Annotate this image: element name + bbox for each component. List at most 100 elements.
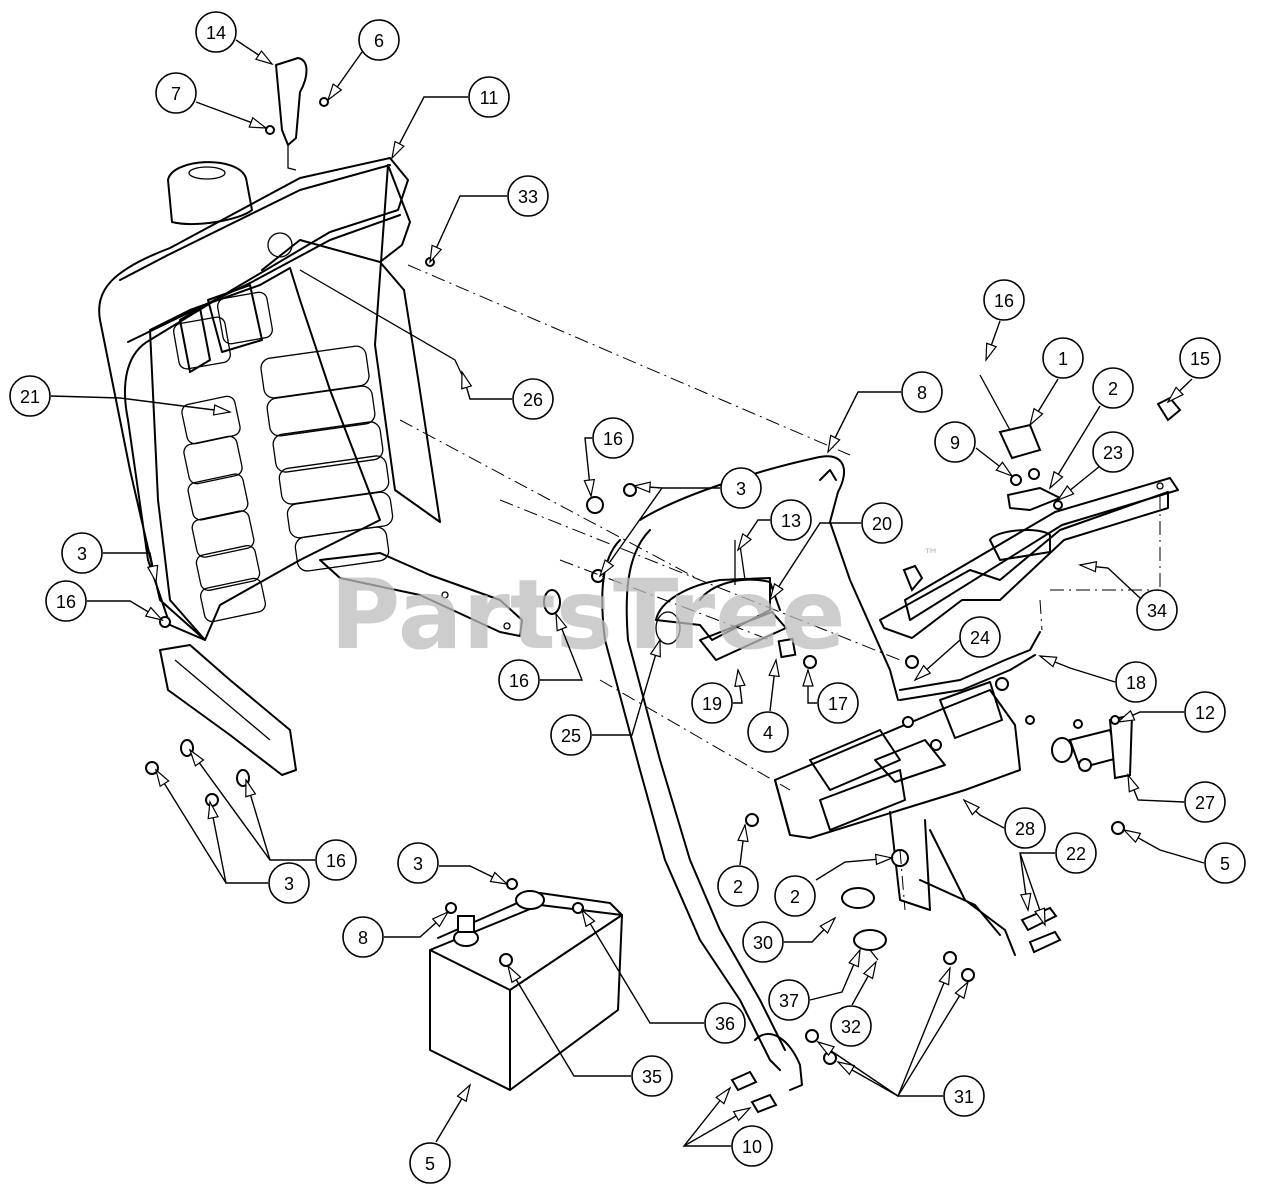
- callout-circle: [934, 421, 976, 463]
- callout-8: 8: [901, 371, 943, 413]
- callout-31: 31: [943, 1075, 985, 1117]
- leader-arrowhead: [802, 667, 814, 687]
- callout-circle: [901, 371, 943, 413]
- leader-arrowhead: [827, 434, 841, 454]
- callout-16: 16: [498, 659, 540, 701]
- leader-arrowhead: [995, 461, 1014, 478]
- callout-27: 27: [1184, 781, 1226, 823]
- leader-arrowhead: [1127, 773, 1140, 793]
- callout-17: 17: [817, 682, 859, 724]
- callout-label: 1: [1058, 349, 1068, 369]
- callout-36: 36: [704, 1002, 746, 1044]
- callout-circle: [195, 11, 237, 53]
- callout-label: 13: [781, 511, 801, 531]
- callout-label: 24: [970, 628, 990, 648]
- callout-label: 16: [994, 291, 1014, 311]
- leader-arrowhead: [1166, 386, 1185, 404]
- callout-circle: [1004, 807, 1046, 849]
- leader-arrowhead: [715, 1086, 732, 1105]
- leader-line: [391, 96, 468, 159]
- callout-10: 10: [731, 1125, 773, 1167]
- leader-arrowhead: [1077, 560, 1098, 573]
- leader-arrowhead: [598, 559, 615, 578]
- callout-label: 26: [523, 390, 543, 410]
- callout-circle: [747, 711, 789, 753]
- callout-label: 11: [480, 88, 499, 108]
- callout-circle: [9, 375, 51, 417]
- callout-label: 22: [1066, 844, 1086, 864]
- leader-line: [581, 909, 704, 1024]
- callout-circle: [1184, 691, 1226, 733]
- callout-1: 1: [1042, 337, 1084, 379]
- axle-support: [730, 631, 1134, 1114]
- callout-label: 8: [358, 928, 368, 948]
- leader-arrowhead: [326, 83, 343, 102]
- callout-label: 9: [950, 433, 960, 453]
- leader-arrowhead: [254, 49, 274, 66]
- callout-circle: [315, 839, 357, 881]
- leader-arrowhead: [583, 478, 596, 499]
- leader-line: [429, 195, 507, 263]
- leader-arrowhead: [188, 748, 205, 767]
- callout-circle: [943, 1075, 985, 1117]
- callout-label: 31: [954, 1087, 974, 1107]
- leader-arrowhead: [1019, 892, 1032, 912]
- callout-32: 32: [830, 1005, 872, 1047]
- callout-label: 17: [828, 694, 848, 714]
- callout-circle: [720, 467, 762, 509]
- callout-label: 14: [206, 23, 226, 43]
- callout-3: 3: [720, 467, 762, 509]
- callout-12: 12: [1184, 691, 1226, 733]
- callout-label: 10: [742, 1137, 762, 1157]
- callout-circle: [498, 659, 540, 701]
- callout-circle: [468, 76, 510, 118]
- leader-arrowhead: [580, 908, 596, 928]
- callout-15: 15: [1179, 337, 1221, 379]
- callout-label: 16: [326, 851, 346, 871]
- callout-18: 18: [1115, 661, 1157, 703]
- callout-7: 7: [155, 72, 197, 114]
- callout-16: 16: [983, 279, 1025, 321]
- leader-line: [1079, 564, 1141, 599]
- leader-arrowhead: [768, 582, 784, 602]
- grille-slots-right: [260, 345, 394, 572]
- callout-5: 5: [1204, 842, 1246, 884]
- assembly-lines: [399, 264, 1161, 911]
- battery: [429, 878, 623, 1091]
- leader-arrowhead: [938, 966, 951, 986]
- callout-label: 37: [779, 991, 799, 1011]
- callout-circle: [1042, 337, 1084, 379]
- callout-circle: [507, 175, 549, 217]
- leader-arrowhead: [631, 481, 651, 493]
- callout-circle: [268, 862, 310, 904]
- leader-line: [540, 613, 584, 681]
- callout-2: 2: [774, 875, 816, 917]
- callout-label: 6: [374, 31, 384, 51]
- leader-arrowhead: [429, 244, 443, 264]
- callout-21: 21: [9, 375, 51, 417]
- callout-8: 8: [342, 916, 384, 958]
- callout-label: 3: [736, 479, 746, 499]
- exploded-view-drawing: [98, 57, 1182, 1114]
- callout-circle: [1115, 661, 1157, 703]
- callout-2: 2: [1092, 367, 1134, 409]
- leader-arrowhead: [1122, 829, 1142, 844]
- callout-35: 35: [631, 1055, 673, 1097]
- leader-arrowhead: [456, 1083, 472, 1103]
- callout-14: 14: [195, 11, 237, 53]
- callout-label: 16: [603, 429, 623, 449]
- callout-label: 34: [1147, 601, 1167, 621]
- leader-arrowhead: [737, 823, 749, 843]
- leader-arrowhead: [431, 910, 450, 928]
- leader-line: [827, 391, 901, 453]
- callout-label: 3: [413, 854, 423, 874]
- callout-16: 16: [592, 417, 634, 459]
- callout-circle: [1092, 367, 1134, 409]
- callout-label: 12: [1195, 703, 1215, 723]
- watermark: PartsTree: [330, 559, 845, 671]
- callout-label: 36: [715, 1014, 735, 1034]
- callout-circle: [397, 842, 439, 884]
- leader-arrowhead: [245, 778, 257, 798]
- leader-line: [896, 967, 951, 1097]
